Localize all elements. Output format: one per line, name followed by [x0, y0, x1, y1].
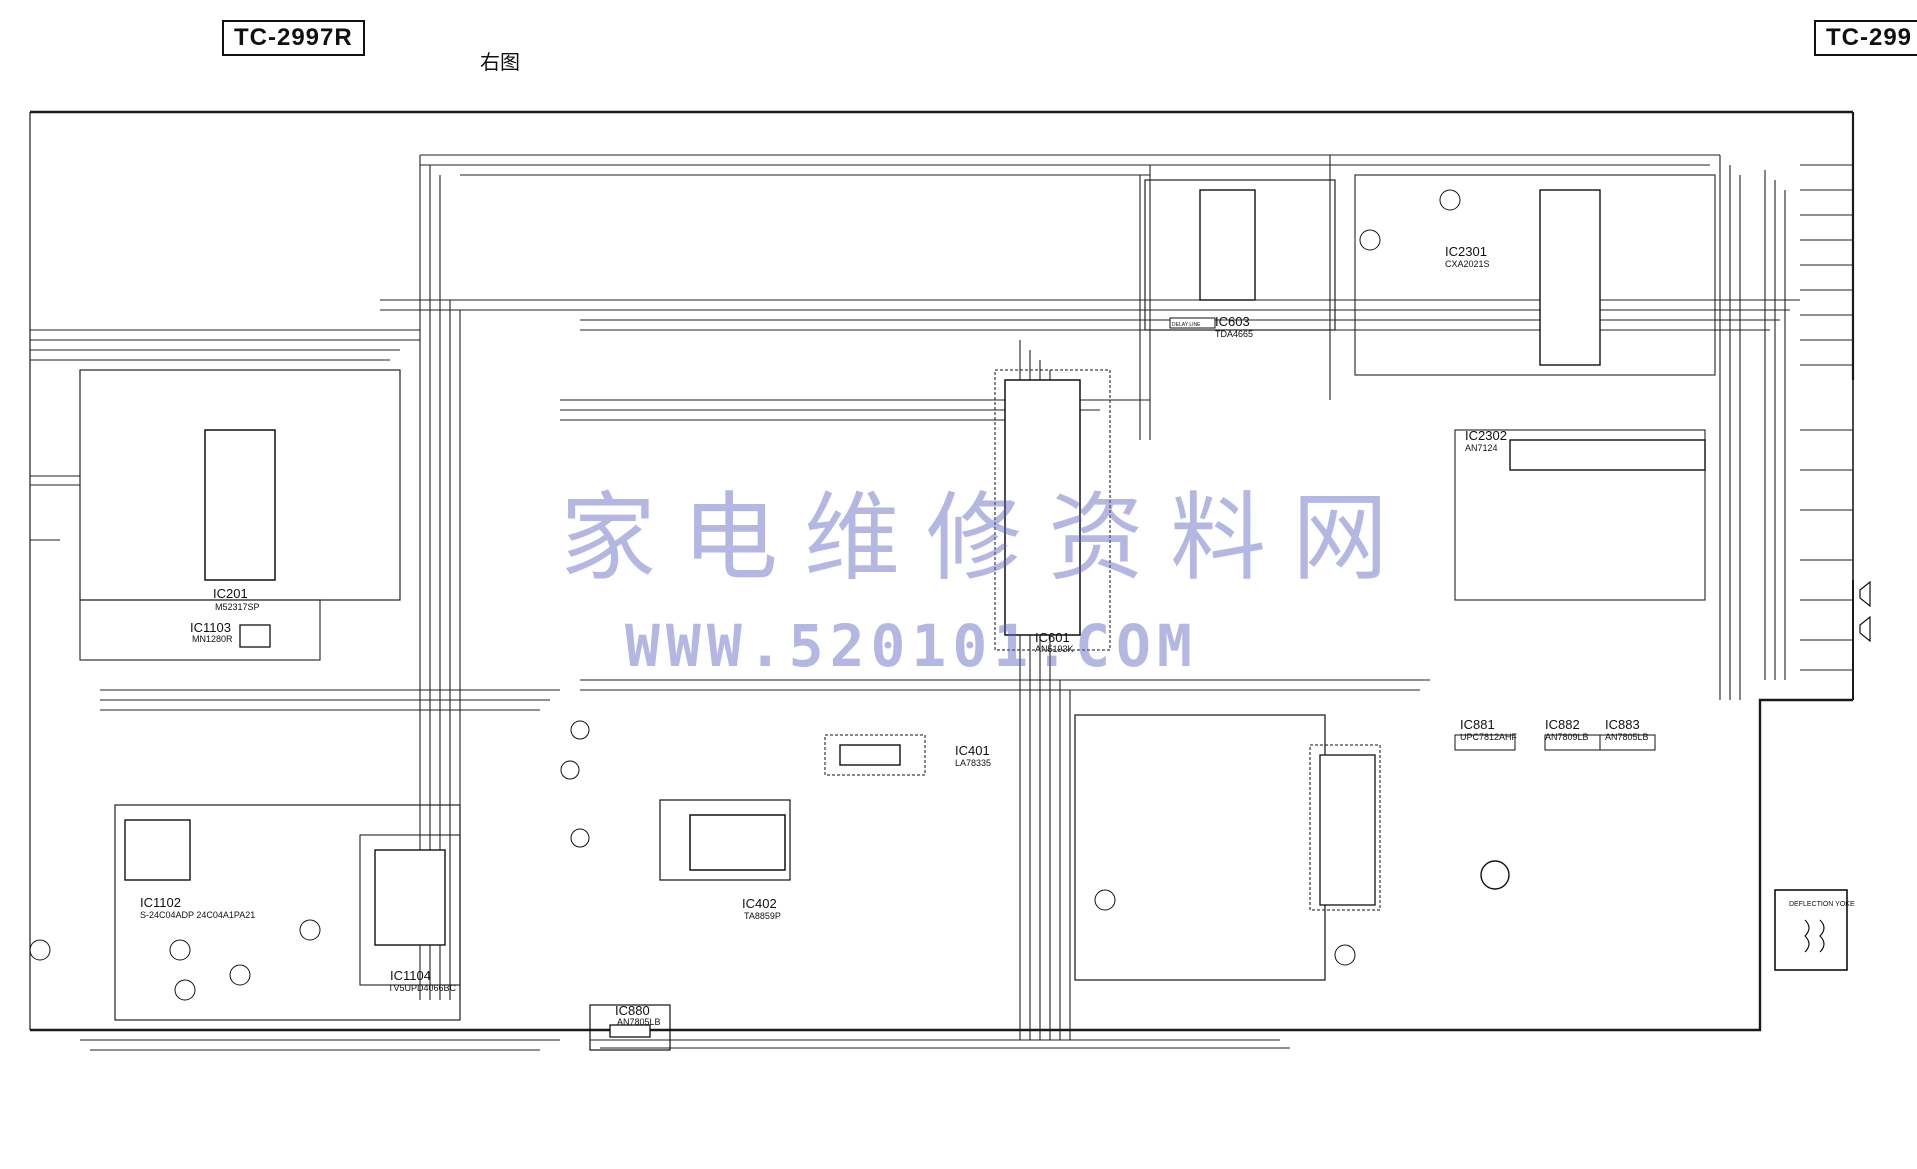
ic2301-block: IC2301 CXA2021S	[1354, 174, 1716, 376]
ic2302-part: AN7124	[1465, 443, 1498, 453]
ic881-part: UPC7812AHF	[1460, 732, 1518, 742]
watermark-chinese: 家电维修资料网	[560, 482, 1414, 594]
ic201-label: IC201	[213, 586, 248, 601]
ic882-label: IC882	[1545, 717, 1580, 732]
ic402-block: IC402 TA8859P	[560, 720, 791, 921]
ic402-part: TA8859P	[744, 911, 781, 921]
delay-line-label: DELAY LINE	[1172, 322, 1201, 328]
ic882-part: AN7809LB	[1545, 732, 1589, 742]
ic1104-label: IC1104	[390, 968, 431, 983]
ic2302-label: IC2302	[1465, 428, 1507, 443]
ic1104-block: IC1104 TV5UPD4066BC	[359, 834, 461, 993]
ic603-label: IC603	[1215, 314, 1250, 329]
deflection-yoke: DEFLECTION YOKE	[1774, 889, 1855, 971]
ic401-label: IC401	[955, 743, 990, 758]
ic601-block: IC601 AN5193K	[994, 369, 1111, 654]
model-number-right: TC-299	[1814, 20, 1917, 56]
ic1104-part: TV5UPD4066BC	[388, 983, 457, 993]
deflection-yoke-label: DEFLECTION YOKE	[1789, 901, 1855, 908]
ic401-block: IC401 LA78335	[824, 734, 991, 776]
ic2301-part: CXA2021S	[1445, 259, 1490, 269]
ic881-label: IC881	[1460, 717, 1495, 732]
ic1103-part: MN1280R	[192, 634, 233, 644]
ic601-label: IC601	[1035, 630, 1070, 645]
ic603-block: DELAY LINE IC603 TDA4665	[1144, 179, 1336, 339]
ic883-part: AN7805LB	[1605, 732, 1649, 742]
ic1103-block: IC1103 MN1280R	[79, 599, 321, 661]
ic601-part: AN5193K	[1035, 644, 1074, 654]
power-section: IC881 UPC7812AHF IC882 AN7809LB IC883 AN…	[1074, 714, 1656, 981]
ic1102-block: IC1102 S-24C04ADP 24C04A1PA21	[29, 804, 461, 1021]
ic201-block: IC201 M52317SP	[79, 369, 401, 612]
ic2302-block: IC2302 AN7124	[1454, 428, 1706, 601]
ic880-part: AN7805LB	[617, 1017, 661, 1027]
ic603-part: TDA4665	[1215, 329, 1253, 339]
ic2301-label: IC2301	[1445, 244, 1487, 259]
frame-bottom	[30, 698, 1853, 1032]
ic1102-part: S-24C04ADP 24C04A1PA21	[140, 910, 255, 920]
ic401-part: LA78335	[955, 758, 991, 768]
ic402-label: IC402	[742, 896, 777, 911]
ic880-label: IC880	[615, 1003, 650, 1018]
ic201-part: M52317SP	[215, 602, 260, 612]
ic1102-label: IC1102	[140, 895, 181, 910]
model-number-left: TC-2997R	[222, 20, 365, 56]
ic880-block: IC880 AN7805LB	[589, 1003, 671, 1051]
ic883-label: IC883	[1605, 717, 1640, 732]
ic1103-label: IC1103	[190, 620, 231, 635]
speaker-icon	[1859, 580, 1871, 643]
watermark-url: WWW.520101.COM	[625, 612, 1198, 680]
page-note: 右图	[480, 50, 520, 74]
